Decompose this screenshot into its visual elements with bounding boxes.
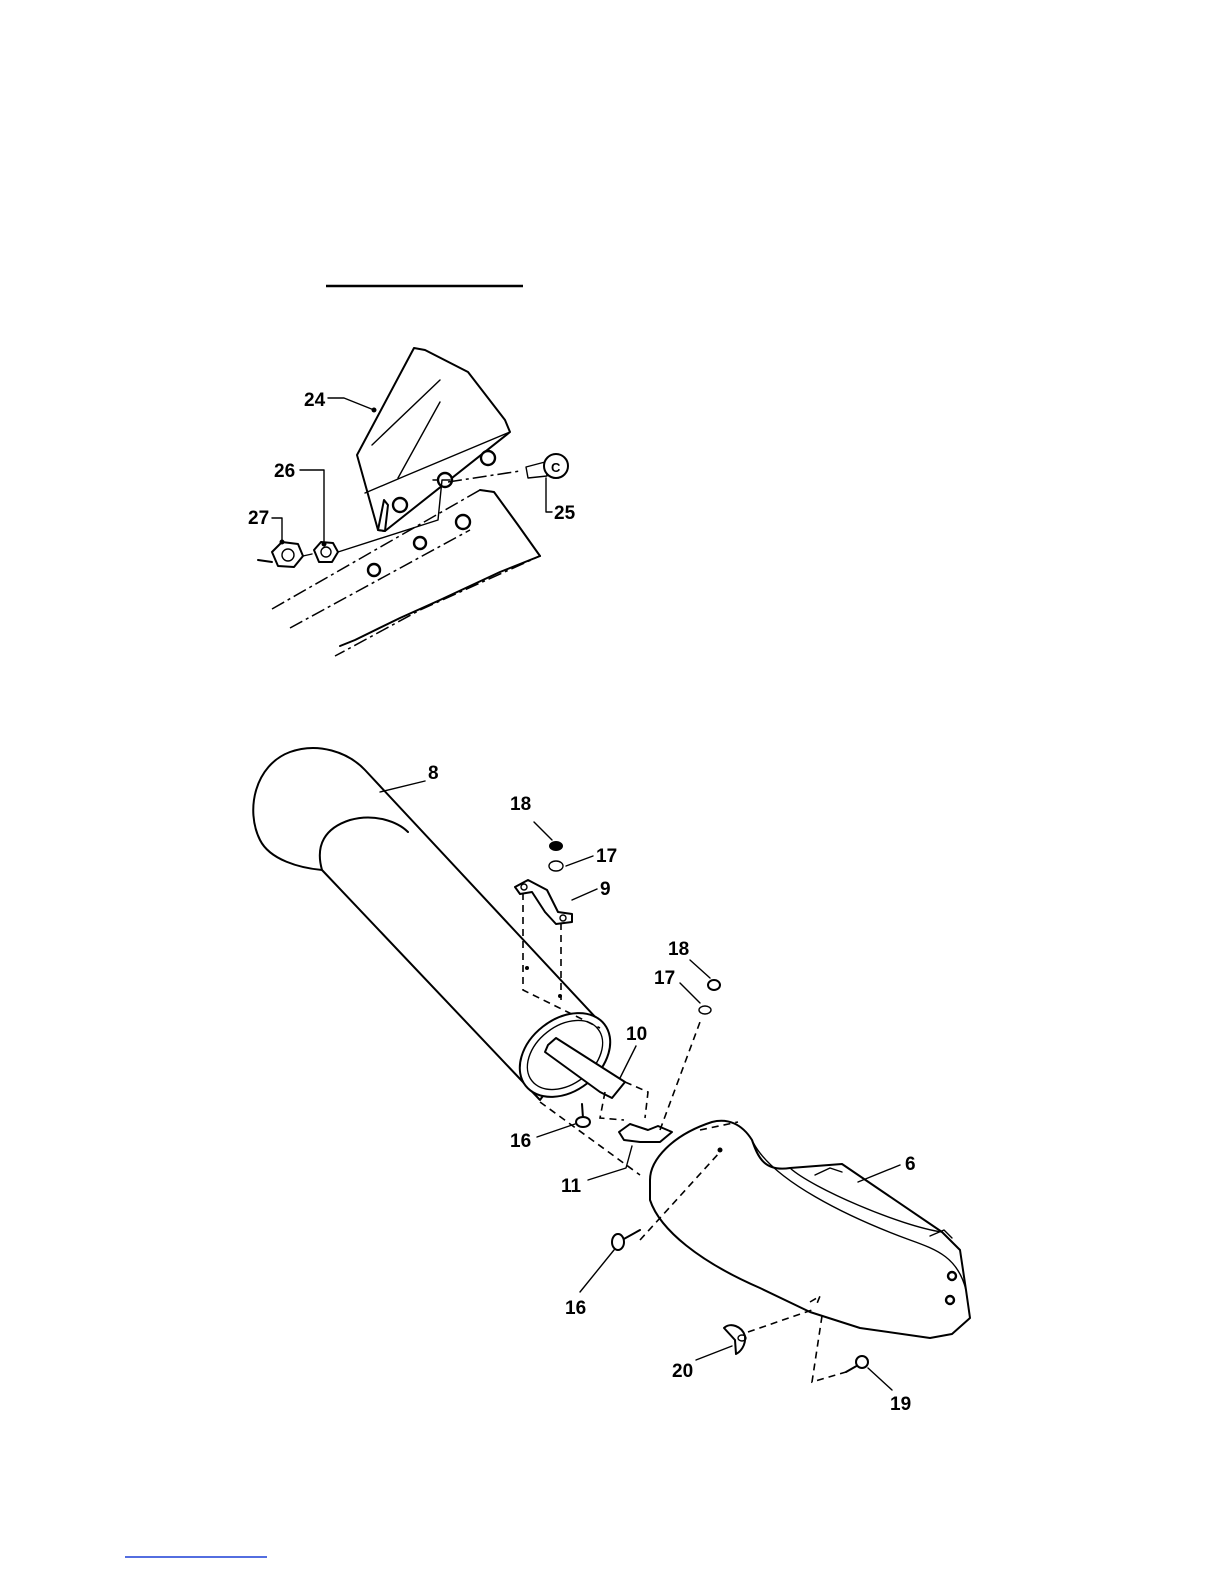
callout-11: 11 — [561, 1176, 582, 1197]
callout-9: 9 — [600, 879, 611, 900]
leader-18b — [690, 960, 710, 978]
leader-16b — [580, 1250, 614, 1292]
bottom-assembly — [253, 748, 970, 1390]
leader-6 — [858, 1165, 900, 1182]
nut-27 — [258, 542, 303, 567]
leader-25 — [546, 478, 552, 512]
washer-17-lower — [699, 1006, 711, 1014]
callout-10: 10 — [626, 1024, 647, 1045]
callout-26: 26 — [274, 461, 295, 482]
clamp-11 — [619, 1124, 672, 1142]
blade-hole-3 — [368, 564, 380, 576]
blade-hole-1 — [456, 515, 470, 529]
leader-9 — [572, 889, 597, 900]
callout-18-upper: 18 — [510, 794, 531, 815]
bracket-hole-3 — [393, 498, 407, 512]
svg-text:C: C — [551, 460, 561, 475]
screw-16-upper — [576, 1104, 590, 1127]
nut-18-lower — [708, 980, 720, 990]
leader-17a — [566, 856, 593, 866]
washer-17-upper — [549, 861, 563, 871]
callout-25: 25 — [554, 503, 576, 524]
leader-11 — [588, 1146, 632, 1180]
wingnut-20 — [724, 1325, 746, 1354]
leader-20 — [696, 1346, 732, 1360]
bracket-hole-1 — [481, 451, 495, 465]
leader-27 — [272, 518, 282, 542]
callout-6: 6 — [905, 1154, 916, 1175]
bolt-19 — [846, 1356, 868, 1372]
leader-16a — [537, 1124, 575, 1137]
callout-17-lower: 17 — [654, 968, 675, 989]
bolt-25: C — [526, 454, 568, 478]
bracket-24 — [357, 348, 510, 531]
leader-19 — [868, 1368, 892, 1390]
leader-24 — [328, 398, 374, 410]
callout-16-lower: 16 — [565, 1298, 586, 1319]
callout-19: 19 — [890, 1394, 911, 1415]
nut-18-upper — [549, 841, 563, 851]
screw-16-lower — [612, 1230, 640, 1250]
blade-hole-2 — [414, 537, 426, 549]
leader-26 — [300, 470, 324, 544]
callout-27: 27 — [248, 508, 269, 529]
callout-18-lower: 18 — [668, 939, 689, 960]
leader-10 — [620, 1046, 636, 1078]
leader-18a — [534, 822, 552, 840]
leader-17b — [680, 983, 700, 1003]
chute-6 — [650, 1121, 970, 1338]
callout-16-upper: 16 — [510, 1131, 531, 1152]
callout-24: 24 — [304, 390, 326, 411]
leader-8 — [380, 781, 425, 792]
callout-17-upper: 17 — [596, 846, 617, 867]
callout-8: 8 — [428, 763, 439, 784]
callout-20: 20 — [672, 1361, 693, 1382]
